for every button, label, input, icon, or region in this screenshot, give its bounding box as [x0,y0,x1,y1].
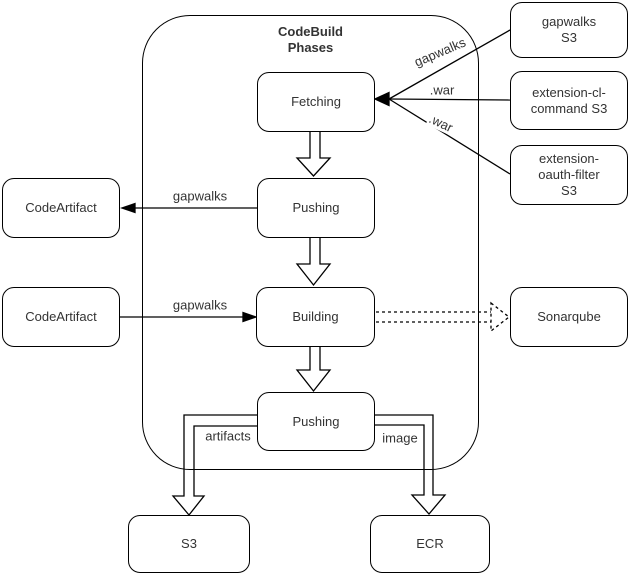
node-extension-oauth-filter-s3: extension- oauth-filter S3 [510,145,628,205]
container-title: CodeBuild Phases [278,24,343,55]
arrow-fetching-to-pushing [295,132,332,177]
node-s3: S3 [128,515,250,573]
edge-label-war-upper: .war [428,82,456,98]
node-fetching: Fetching [257,72,375,132]
arrow-building-to-pushing [295,347,332,393]
edge-label-image: image [382,430,418,446]
node-gapwalks-s3: gapwalks S3 [510,2,628,58]
edge-label-gapwalks-push: gapwalks [172,188,228,204]
edge-label-gapwalks-build: gapwalks [172,297,228,313]
edge-extension-cl-to-fetching [388,98,511,101]
node-codeartifact-lower: CodeArtifact [2,287,120,347]
codebuild-phases-container: CodeBuild Phases [142,15,479,470]
node-codeartifact-upper: CodeArtifact [2,178,120,238]
node-pushing-top: Pushing [257,178,375,238]
arrowhead-building [242,311,258,323]
arrowhead-codeartifact [120,202,136,214]
edge-extension-oauth-to-fetching [388,98,511,175]
node-pushing-bottom: Pushing [257,392,375,451]
arrowhead-fetching [373,91,390,107]
edge-gapwalks-s3-to-fetching [388,29,511,100]
node-ecr: ECR [370,515,490,573]
edge-label-artifacts: artifacts [205,428,251,444]
node-sonarqube: Sonarqube [510,287,628,347]
arrow-pushing-to-building [295,238,332,287]
dashed-arrow-building-to-sonarqube [376,301,511,333]
dashed-arrowhead-sonarqube [490,301,511,333]
node-extension-cl-command-s3: extension-cl- command S3 [510,71,628,130]
node-building: Building [256,287,375,347]
